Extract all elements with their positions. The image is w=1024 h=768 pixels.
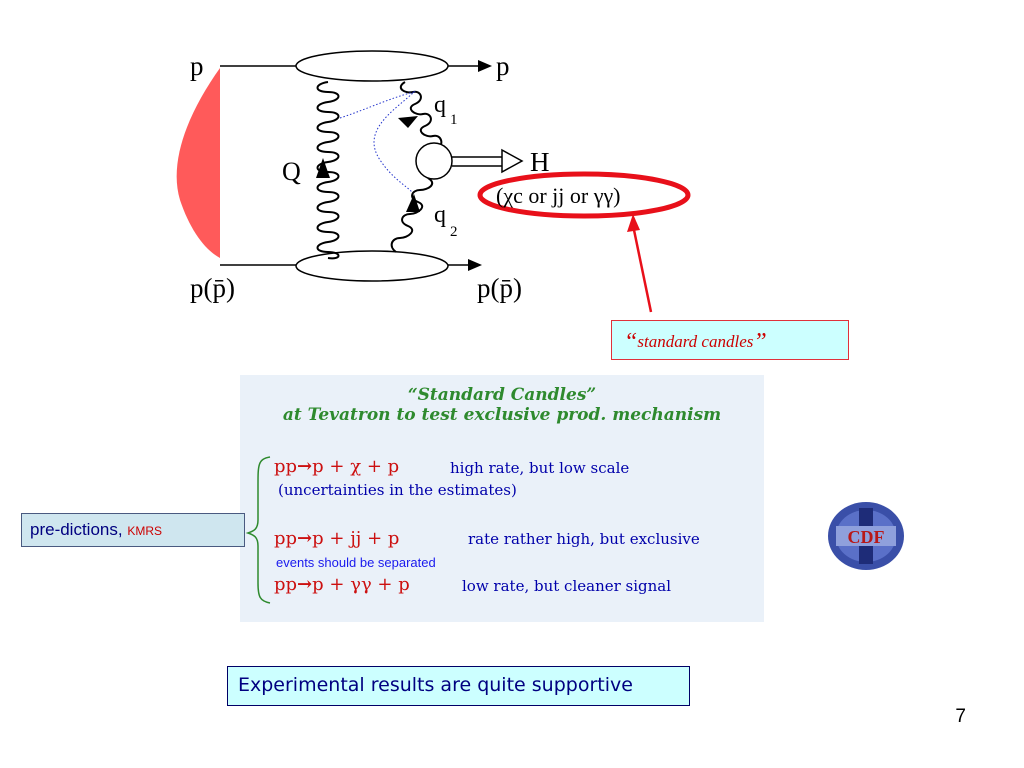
top-proton-blob (295, 50, 449, 82)
colour-screening-curve (339, 91, 416, 193)
panel-title-line1: “Standard Candles” (407, 385, 597, 405)
label-q2: q (434, 202, 446, 228)
standard-candles-text: standard candles (637, 332, 754, 351)
note-chi: high rate, but low scale (450, 459, 630, 477)
open-quote: “ (624, 329, 638, 355)
gluon-q2-line (390, 177, 434, 253)
svg-text:CDF: CDF (848, 527, 885, 547)
higgs-arrow-head (501, 148, 524, 174)
predictions-label: pre-dictions, (30, 520, 128, 539)
predictions-tag: KMRS (127, 524, 162, 538)
label-p-bot-right: p(p̄) (477, 273, 522, 303)
gluon-Q-arrow (316, 158, 330, 178)
bottom-arrow-head (468, 259, 482, 271)
standard-candles-label: “standard candles” (611, 320, 849, 360)
top-arrow-head (478, 60, 492, 72)
process-final: p + γγ + p (312, 574, 410, 595)
process-final: p + jj + p (312, 528, 400, 549)
label-q2-sub: 2 (450, 224, 458, 240)
process-arrow: → (297, 456, 313, 477)
process-initial: pp (274, 574, 298, 595)
label-p-top-right: p (496, 51, 510, 81)
uncertainty-note: (uncertainties in the estimates) (278, 481, 517, 499)
highlight-ellipse (477, 171, 691, 219)
process-final: p + χ + p (312, 456, 400, 477)
grouping-brace (245, 456, 271, 604)
gluon-q1-arrow (398, 116, 418, 128)
predictions-box: pre-dictions, KMRS (21, 513, 245, 547)
process-arrow: → (297, 528, 313, 549)
page-number: 7 (955, 706, 966, 727)
process-initial: pp (274, 528, 298, 549)
feynman-diagram: p p p(p̄) p(p̄) Q q 1 q 2 H (χc or jj or… (176, 50, 691, 313)
gluon-Q-line (316, 81, 340, 260)
candles-pointer-line (632, 229, 653, 313)
process-row-gammagamma: pp→p + γγ + p (274, 574, 410, 595)
higgs-vertex (415, 142, 453, 180)
label-Q: Q (282, 157, 301, 186)
gluon-q2-arrow (406, 194, 420, 212)
process-initial: pp (274, 456, 298, 477)
label-p-bot-left: p(p̄) (190, 273, 235, 303)
process-row-chi: pp→p + χ + p (274, 456, 399, 477)
process-arrow: → (297, 574, 313, 595)
note-gammagamma: low rate, but cleaner signal (462, 577, 672, 595)
label-q1-sub: 1 (450, 112, 458, 128)
label-q1: q (434, 92, 446, 118)
panel-title-line2: at Tevatron to test exclusive prod. mech… (282, 405, 722, 425)
candles-pointer-head (627, 214, 640, 232)
note-jj: rate rather high, but exclusive (468, 530, 700, 548)
bottom-proton-blob (295, 250, 449, 282)
events-note: events should be separated (276, 555, 436, 570)
label-higgs: H (530, 147, 550, 177)
proton-distribution-shape (176, 68, 220, 258)
cdf-logo: CDF (828, 502, 904, 570)
close-quote: ” (753, 329, 767, 355)
standard-candles-panel: “Standard Candles” at Tevatron to test e… (240, 375, 764, 622)
process-row-jj: pp→p + jj + p (274, 528, 399, 549)
label-alt-states: (χc or jj or γγ) (496, 183, 621, 208)
label-p-top-left: p (190, 51, 204, 81)
experimental-results-box: Experimental results are quite supportiv… (227, 666, 690, 706)
